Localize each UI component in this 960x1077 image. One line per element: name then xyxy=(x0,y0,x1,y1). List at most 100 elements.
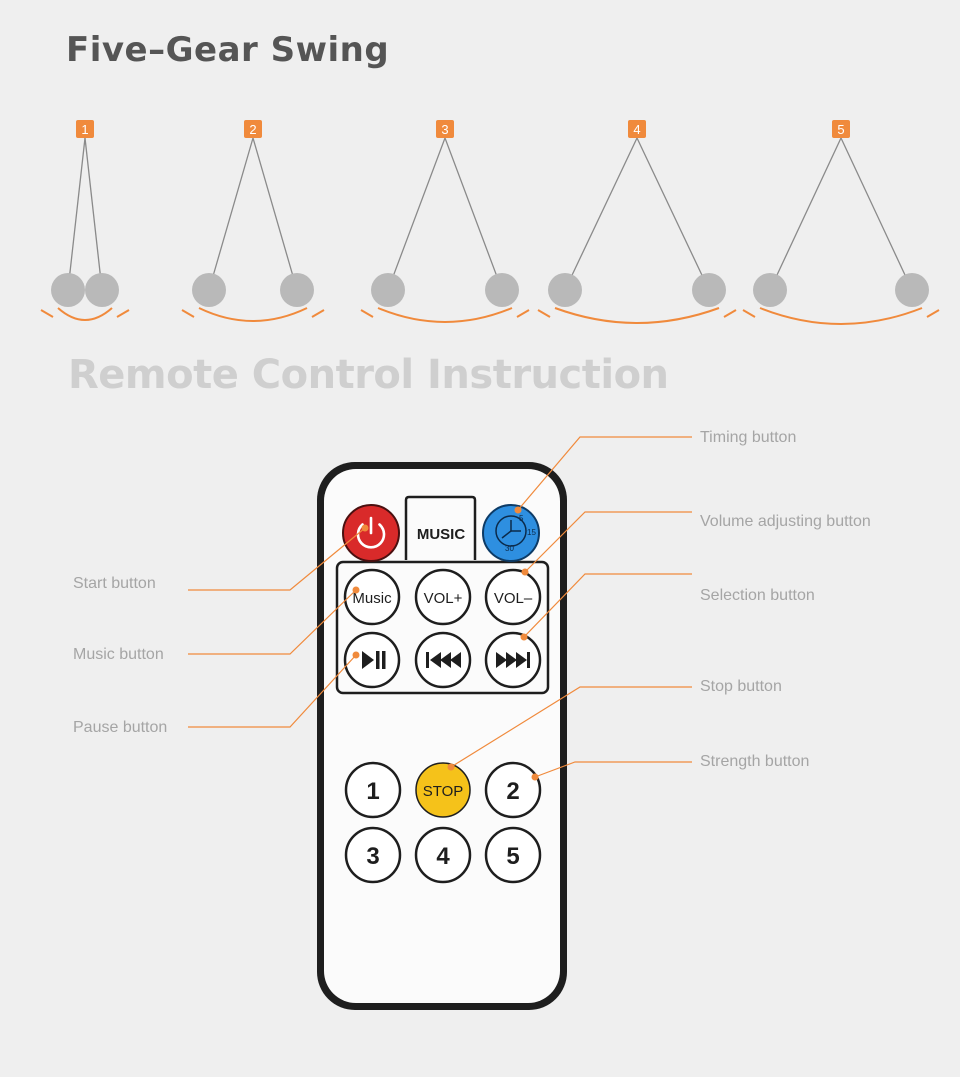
swing-string-left xyxy=(564,137,638,291)
gear-badge-label: 3 xyxy=(441,122,448,137)
swing-string-right xyxy=(84,137,103,291)
swing-ball-right xyxy=(485,273,519,307)
gear-4: 4 xyxy=(537,120,737,324)
strength-button-label: Strength button xyxy=(700,753,809,770)
start-button-label: Start button xyxy=(73,575,156,592)
selection-leader-line xyxy=(523,573,692,638)
stop-button-label: STOP xyxy=(423,783,464,800)
control-group-box xyxy=(335,560,550,695)
swing-arc xyxy=(57,307,113,321)
gear-badge-label: 4 xyxy=(633,122,640,137)
swing-arc xyxy=(554,307,720,324)
timing-button[interactable]: 5 15 30 xyxy=(482,504,540,562)
swing-tick-right xyxy=(311,309,325,318)
swing-ball-right xyxy=(895,273,929,307)
selection-leader-dot xyxy=(520,633,528,641)
swing-ball-left xyxy=(753,273,787,307)
stop-button-callout: Stop button xyxy=(700,678,782,695)
clock-icon xyxy=(495,515,527,547)
selection-button-label: Selection button xyxy=(700,587,815,604)
music-tab-label: MUSIC xyxy=(417,526,466,543)
swing-string-right xyxy=(840,137,913,291)
swing-tick-right xyxy=(516,309,530,318)
remote-section-title: Remote Control Instruction xyxy=(68,352,669,398)
strength-2-label: 2 xyxy=(506,778,519,805)
pause-button-label: Pause button xyxy=(73,719,167,736)
volume-button-label: Volume adjusting button xyxy=(700,513,871,530)
page-title: Five–Gear Swing xyxy=(66,30,390,70)
volume-leader-line xyxy=(524,511,692,573)
next-icon xyxy=(496,652,530,668)
gear-badge-label: 1 xyxy=(81,122,88,137)
vol-plus-label: VOL+ xyxy=(424,590,463,607)
strength-3-label: 3 xyxy=(366,843,379,870)
timing-leader-line xyxy=(517,436,692,511)
swing-arc xyxy=(759,307,923,325)
swing-string-left xyxy=(769,137,842,291)
timer-mark-5: 5 xyxy=(519,514,524,523)
gear-badge xyxy=(436,120,454,138)
gear-3: 3 xyxy=(360,120,530,323)
swing-string-left xyxy=(208,137,254,291)
music-button-label: Music xyxy=(352,590,392,607)
swing-ball-right xyxy=(85,273,119,307)
vol-minus-button[interactable]: VOL– xyxy=(484,568,542,626)
strength-1-label: 1 xyxy=(366,778,379,805)
swing-tick-left xyxy=(360,309,374,318)
strength-3-button[interactable]: 3 xyxy=(344,826,402,884)
swing-tick-right xyxy=(116,309,130,318)
swing-arc xyxy=(377,307,513,323)
music-leader-dot xyxy=(352,586,360,594)
strength-4-label: 4 xyxy=(436,843,450,870)
stop-leader-line xyxy=(450,686,692,768)
music-button[interactable]: Music xyxy=(343,568,401,626)
vol-minus-label: VOL– xyxy=(494,590,533,607)
swing-ball-right xyxy=(692,273,726,307)
strength-leader-dot xyxy=(531,773,539,781)
vol-plus-button[interactable]: VOL+ xyxy=(414,568,472,626)
swing-string-right xyxy=(636,137,710,291)
pause-leader-dot xyxy=(352,651,360,659)
strength-leader-line xyxy=(534,761,692,778)
music-tab-outline xyxy=(404,495,477,560)
swing-ball-left xyxy=(371,273,405,307)
swing-arc xyxy=(198,307,308,322)
start-leader-line xyxy=(188,527,366,591)
swing-ball-left xyxy=(192,273,226,307)
volume-leader-dot xyxy=(521,568,529,576)
swing-diagram: 1 2 3 4 5 xyxy=(40,120,940,325)
swing-string-left xyxy=(67,137,86,291)
next-button[interactable] xyxy=(484,631,542,689)
strength-2-button[interactable]: 2 xyxy=(484,761,542,819)
swing-string-right xyxy=(444,137,503,291)
strength-1-button[interactable]: 1 xyxy=(344,761,402,819)
strength-5-button[interactable]: 5 xyxy=(484,826,542,884)
swing-tick-left xyxy=(742,309,756,318)
timer-mark-15: 15 xyxy=(527,528,536,537)
gear-badge-label: 2 xyxy=(249,122,256,137)
play-pause-button[interactable] xyxy=(343,631,401,689)
swing-ball-left xyxy=(51,273,85,307)
start-leader-dot xyxy=(361,524,369,532)
music-leader-line xyxy=(188,589,357,655)
gear-badge xyxy=(832,120,850,138)
power-button[interactable] xyxy=(342,504,400,562)
previous-button[interactable] xyxy=(414,631,472,689)
swing-ball-left xyxy=(548,273,582,307)
gear-1: 1 xyxy=(40,120,130,321)
swing-string-right xyxy=(252,137,298,291)
gear-badge xyxy=(628,120,646,138)
strength-4-button[interactable]: 4 xyxy=(414,826,472,884)
gear-2: 2 xyxy=(181,120,325,322)
gear-badge-label: 5 xyxy=(837,122,844,137)
swing-tick-left xyxy=(537,309,551,318)
music-button-callout: Music button xyxy=(73,646,164,663)
stop-leader-dot xyxy=(447,763,455,771)
power-icon xyxy=(356,516,386,549)
stop-button[interactable]: STOP xyxy=(415,762,471,818)
strength-5-label: 5 xyxy=(506,843,519,870)
timing-leader-dot xyxy=(514,506,522,514)
swing-tick-left xyxy=(181,309,195,318)
gear-badge xyxy=(244,120,262,138)
